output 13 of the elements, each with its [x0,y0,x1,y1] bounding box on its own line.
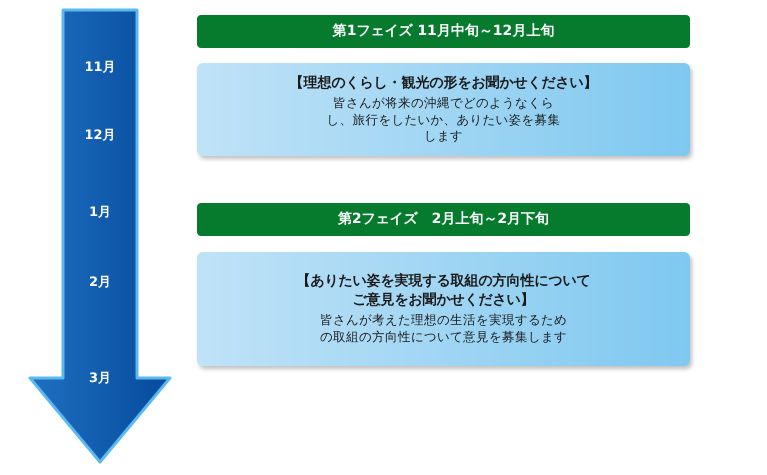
description-card [197,63,690,156]
month-label: 3月 [88,370,112,388]
description-card [197,252,690,366]
month-label: 12月 [83,127,117,145]
month-label: 2月 [88,274,112,292]
month-label: 1月 [88,204,112,222]
card-body-text: 皆さんが考えた理想の生活を実現するための取組の方向性について意見を募集します [319,312,568,346]
month-label: 11月 [83,59,117,77]
card-heading: 【理想のくらし・観光の形をお聞かせください】 [288,74,598,93]
phase-header-bar: 第1フェイズ 11月中旬～12月上旬 [197,15,690,48]
phase-header-bar: 第2フェイズ 2月上旬～2月下旬 [197,203,690,236]
card-body-text: 皆さんが将来の沖縄でどのようなくらし、旅行をしたいか、ありたい姿を募集します [326,94,562,146]
card-heading: 【ありたい姿を実現する取組の方向性についてご意見をお聞かせください】 [295,272,592,310]
